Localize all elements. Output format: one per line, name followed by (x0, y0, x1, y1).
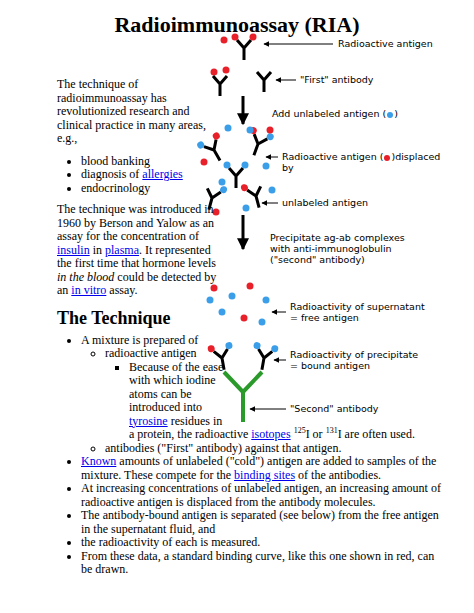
body-text: From these data, a standard binding curv… (81, 549, 434, 577)
link-text: in vitro (71, 283, 106, 297)
figure-label: Radioactivity of precipitate = bound ant… (290, 349, 425, 371)
body-text: assay. (109, 283, 137, 297)
body-text: The technique was introduced in 1960 by … (57, 202, 214, 243)
body-text: The antibody-bound antigen is separated … (81, 508, 439, 536)
bullet-item: From these data, a standard binding curv… (81, 550, 447, 577)
body-text: A mixture is prepared of (81, 333, 198, 347)
figure-label: Radioactive antigen ()displaced by (282, 151, 452, 173)
body-text: the radioactivity of each is measured. (81, 535, 260, 549)
body-text: I are often used. (338, 427, 415, 441)
superscript: 125 (294, 426, 306, 435)
link-text: isotopes (251, 427, 290, 441)
link-text: tyrosine (129, 414, 168, 428)
figure-label: Add unlabeled antigen () (272, 108, 398, 119)
antigen-dot (384, 155, 390, 161)
label-text: Radioactivity of precipitate = bound ant… (290, 349, 418, 371)
body-text: blood banking (81, 154, 150, 168)
figure-label: "Second" antibody (290, 403, 378, 414)
body-text: The technique of radioimmunoassay has re… (57, 77, 206, 145)
body-text: in (93, 243, 102, 257)
body-text: of the antibodies. (298, 468, 381, 482)
antigen-dot (387, 112, 393, 118)
body-text: antibodies ("First" antibody) against th… (105, 441, 341, 455)
body-text: The Technique (57, 308, 171, 328)
bullet-item: The antibody-bound antigen is separated … (81, 509, 447, 536)
figure-label: Precipitate ag-ab complexes with anti-im… (270, 232, 415, 265)
link-text: plasma (105, 243, 139, 257)
label-text: Precipitate ag-ab complexes with anti-im… (270, 232, 405, 265)
bullet-item: the radioactivity of each is measured. (81, 536, 447, 550)
figure-label: "First" antibody (300, 74, 373, 85)
italic-text: in the blood (57, 270, 114, 284)
body-text: Because of the ease with which iodine at… (129, 360, 223, 415)
label-text: Radioactivity of supernatant = free anti… (290, 301, 425, 323)
figure-label: unlabeled antigen (282, 197, 368, 208)
label-text: ) (394, 108, 398, 119)
link-text: Known (81, 454, 116, 468)
second-antibody-symbol (224, 372, 262, 422)
bullet-item: Because of the ease with which iodine at… (129, 361, 447, 442)
label-text: Add unlabeled antigen ( (272, 108, 386, 119)
body-text: At increasing concentrations of unlabele… (81, 481, 441, 509)
figure-label: Radioactive antigen (338, 38, 433, 49)
body-text: endocrinology (81, 181, 150, 195)
label-text: Radioactive antigen (338, 38, 433, 49)
label-text: "Second" antibody (290, 403, 378, 414)
link-text: insulin (57, 243, 90, 257)
body-text: I or (306, 427, 323, 441)
bullet-item: At increasing concentrations of unlabele… (81, 482, 447, 509)
link-text: allergies (142, 167, 182, 181)
link-text: binding sites (234, 468, 295, 482)
bullet-item: endocrinology (81, 182, 447, 196)
bullet-item: Known amounts of unlabeled ("cold") anti… (81, 455, 447, 482)
page-title: Radioimmunoassay (RIA) (0, 12, 474, 38)
step-arrows (242, 96, 245, 249)
body-text: radioactive antigen (105, 346, 197, 360)
superscript: 131 (326, 426, 338, 435)
figure-label: Radioactivity of supernatant = free anti… (290, 301, 425, 323)
label-text: Radioactive antigen ( (282, 151, 383, 162)
bullet-list: Because of the ease with which iodine at… (105, 361, 447, 442)
label-text: "First" antibody (300, 74, 373, 85)
label-text: unlabeled antigen (282, 197, 368, 208)
body-text: diagnosis of (81, 167, 139, 181)
bullet-item: antibodies ("First" antibody) against th… (105, 442, 447, 456)
